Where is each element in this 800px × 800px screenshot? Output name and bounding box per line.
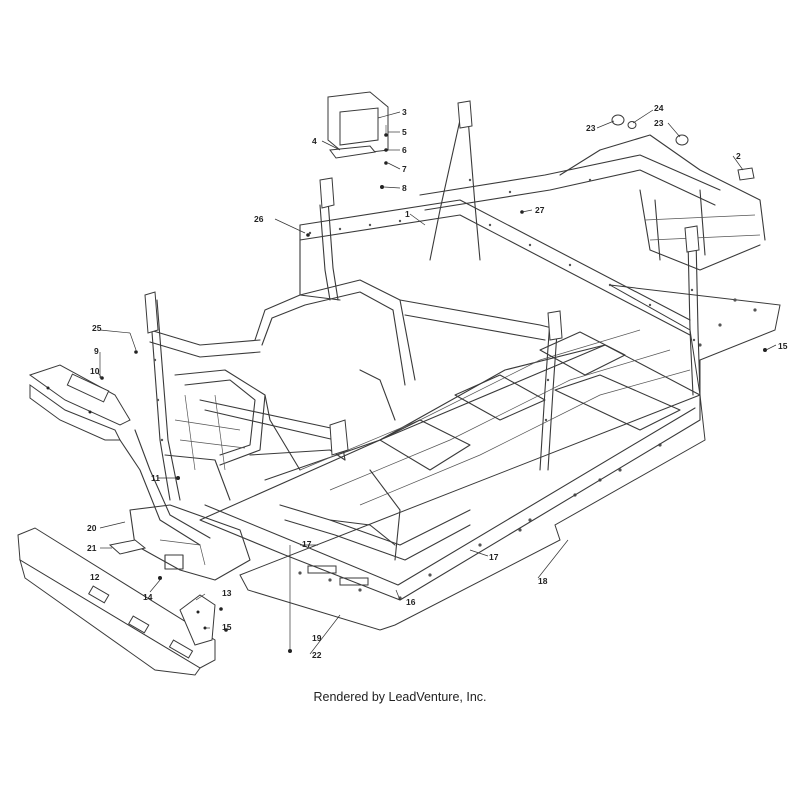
callout-13: 13: [222, 588, 232, 598]
leader-lines: [97, 109, 777, 655]
bulkhead-plate: [164, 554, 184, 570]
bushing-23-24: [611, 114, 689, 146]
roll-bar-mount-tabs: [144, 100, 700, 456]
callout-26: 26: [254, 214, 264, 224]
bumper-slot-3: [168, 639, 194, 659]
callout-3: 3: [402, 107, 407, 117]
grille-slot: [66, 373, 110, 403]
frame-bolt-holes: [153, 178, 696, 442]
callout-7: 7: [402, 164, 407, 174]
callout-24: 24: [654, 103, 664, 113]
callout-22: 22: [312, 650, 322, 660]
fastener-stack-5-8: [380, 125, 388, 189]
bracket-plate-3: [327, 91, 389, 156]
front-grille-guard-9: [28, 364, 131, 441]
callout-15-front: 15: [222, 622, 232, 632]
callout-1: 1: [405, 209, 410, 219]
callout-17-right: 17: [489, 552, 499, 562]
callout-27: 27: [535, 205, 545, 215]
callout-4: 4: [312, 136, 317, 146]
callout-19: 19: [312, 633, 322, 643]
callout-8: 8: [402, 183, 407, 193]
bracket-2: [737, 167, 755, 181]
callout-20: 20: [87, 523, 97, 533]
callout-25: 25: [92, 323, 102, 333]
callout-16: 16: [406, 597, 416, 607]
pad-4: [329, 145, 376, 159]
bumper-slot-1: [88, 585, 110, 604]
callout-10: 10: [90, 366, 100, 376]
callout-17-left: 17: [302, 539, 312, 549]
callout-11: 11: [151, 473, 160, 483]
callout-14: 14: [143, 592, 153, 602]
callout-23-right: 23: [654, 118, 664, 128]
step-plate-21: [108, 539, 147, 555]
callout-5: 5: [402, 127, 407, 137]
callout-2: 2: [736, 151, 741, 161]
callout-9: 9: [94, 346, 99, 356]
bumper-slot-2: [128, 615, 150, 634]
front-bumper-12: [17, 527, 216, 676]
callout-15-rear: 15: [778, 341, 788, 351]
callout-23-left: 23: [586, 123, 596, 133]
main-frame: [119, 117, 766, 601]
floor-skid-plate: [239, 284, 781, 631]
render-credit: Rendered by LeadVenture, Inc.: [313, 690, 487, 704]
callout-labels: 1 2 3 4 5 6 7 8 9 10 11 12 13 14 15 15 1…: [87, 103, 788, 660]
callout-21: 21: [87, 543, 97, 553]
callout-18: 18: [538, 576, 548, 586]
callout-12: 12: [90, 572, 100, 582]
callout-6: 6: [402, 145, 407, 155]
